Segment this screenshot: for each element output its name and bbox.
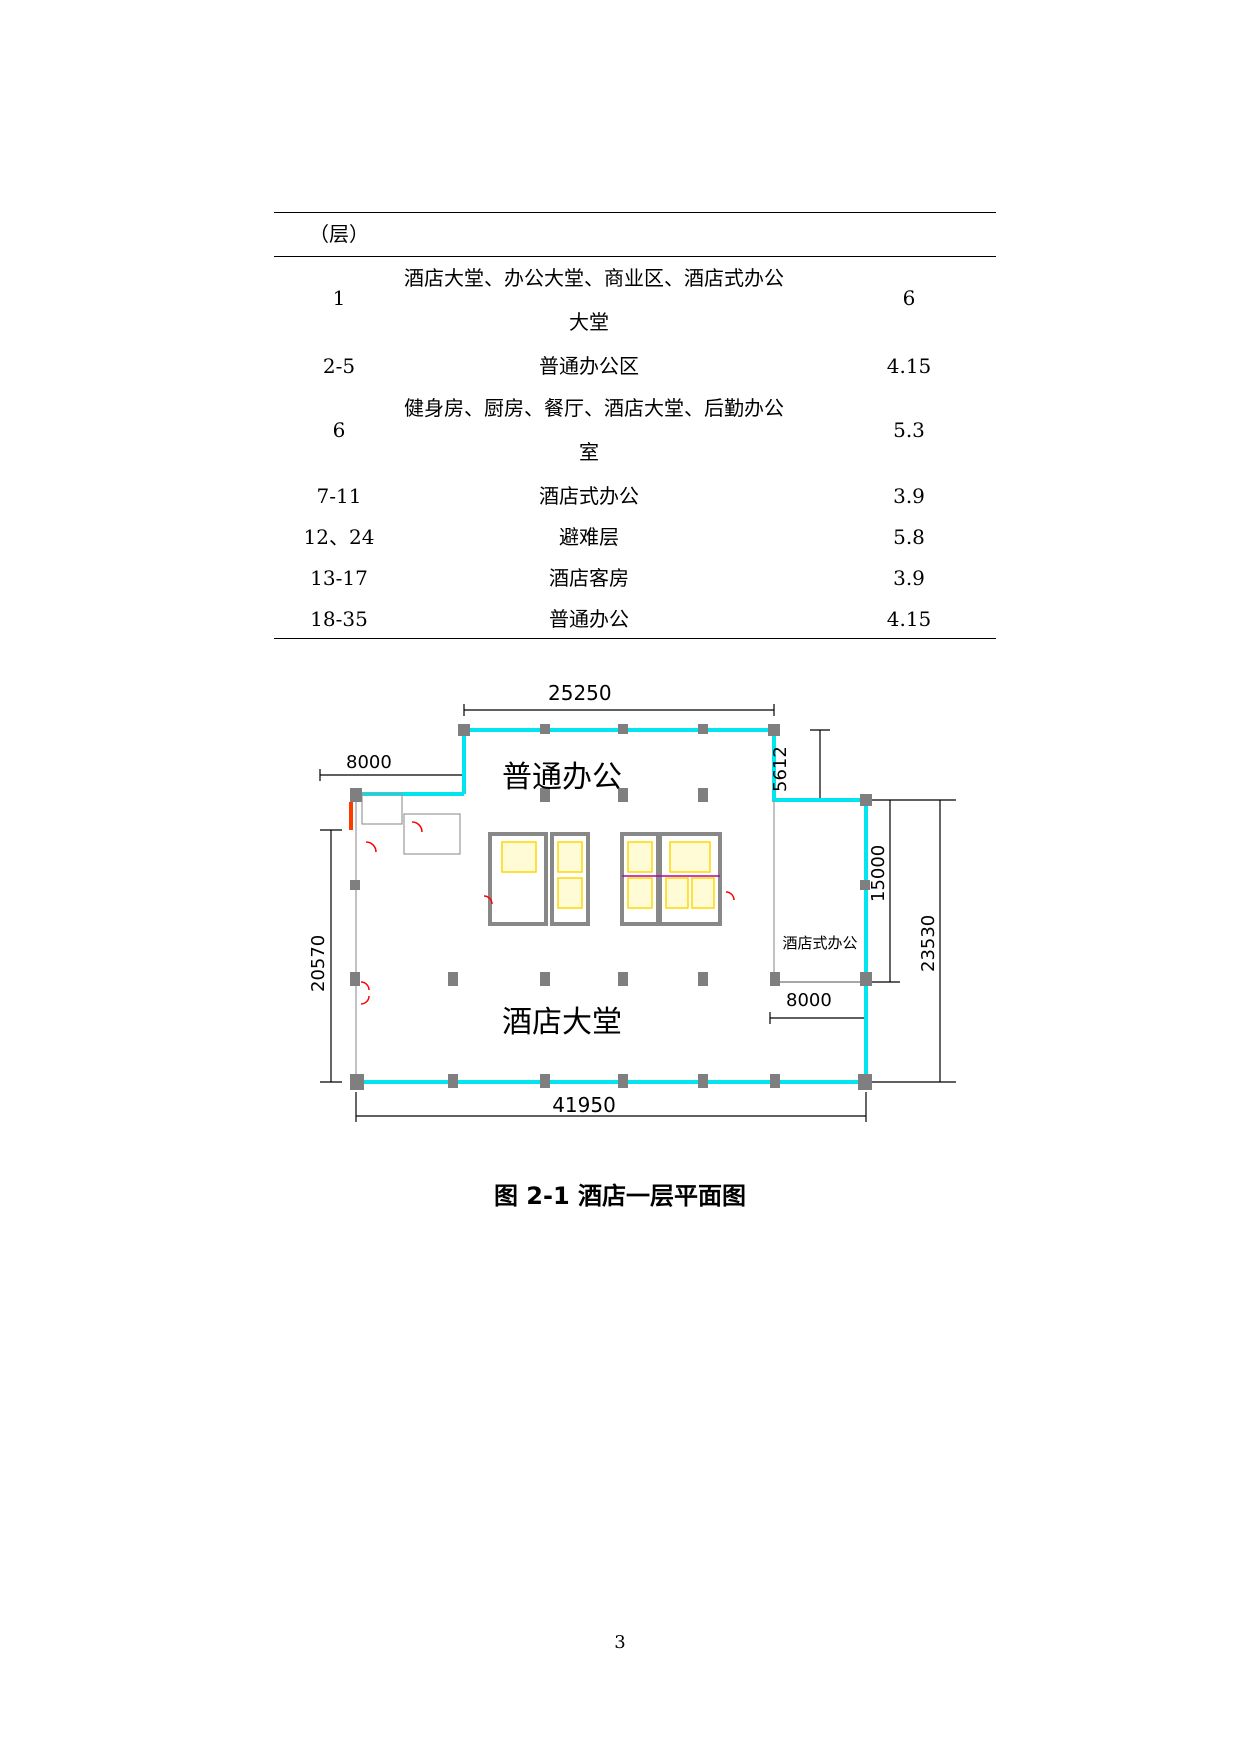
table-header-rule — [274, 256, 996, 257]
label-office: 普通办公 — [502, 760, 622, 795]
row-floor: 18-35 — [310, 607, 368, 631]
table-bottom-rule — [274, 638, 996, 639]
figure-caption: 图 2-1 酒店一层平面图 — [493, 1182, 747, 1210]
row-use: 普通办公 — [549, 607, 629, 631]
door-symbols — [349, 802, 735, 1005]
row-floor: 12、24 — [303, 525, 375, 549]
dim-right-height: 15000 — [868, 845, 889, 902]
row-floor: 6 — [332, 418, 346, 442]
interior-walls — [355, 793, 866, 1082]
service-core — [488, 832, 722, 926]
row-use: 酒店式办公 — [539, 484, 639, 508]
row-use-cont: 大堂 — [569, 310, 609, 334]
row-height: 5.8 — [893, 525, 925, 549]
floor-use-table: （层） 1 酒店大堂、办公大堂、商业区、酒店式办公 大堂 6 2-5 普通办公区… — [274, 212, 996, 639]
label-lobby: 酒店大堂 — [502, 1005, 622, 1040]
row-use: 普通办公区 — [539, 354, 639, 378]
dim-right-wing-width: 8000 — [786, 990, 832, 1011]
row-use: 酒店客房 — [549, 566, 629, 590]
row-height: 4.15 — [886, 607, 932, 631]
dim-top-width: 25250 — [548, 682, 612, 705]
row-height: 5.3 — [893, 418, 925, 442]
table-header-floor: （层） — [309, 222, 369, 246]
row-height: 3.9 — [893, 566, 925, 590]
row-use-cont: 室 — [579, 440, 599, 464]
dim-left-offset: 8000 — [346, 752, 392, 773]
row-height: 4.15 — [886, 354, 932, 378]
row-height: 3.9 — [893, 484, 925, 508]
row-floor: 2-5 — [322, 354, 356, 378]
page-number: 3 — [614, 1632, 626, 1653]
first-floor-plan: 25250 8000 5612 15000 23530 20570 8000 4… — [308, 682, 956, 1122]
row-use: 健身房、厨房、餐厅、酒店大堂、后勤办公 — [404, 396, 784, 420]
row-height: 6 — [902, 286, 916, 310]
table-top-rule — [274, 212, 996, 213]
row-floor: 7-11 — [316, 484, 362, 508]
dim-left-height: 20570 — [308, 935, 329, 992]
dim-bottom-width: 41950 — [552, 1093, 616, 1117]
structural-columns — [350, 724, 872, 1090]
dim-right-total: 23530 — [918, 915, 939, 972]
label-serviced-office: 酒店式办公 — [782, 934, 857, 952]
row-use: 酒店大堂、办公大堂、商业区、酒店式办公 — [404, 266, 784, 290]
row-floor: 13-17 — [310, 566, 368, 590]
dim-right-top-offset: 5612 — [770, 746, 791, 792]
row-floor: 1 — [332, 286, 346, 310]
row-use: 避难层 — [559, 525, 619, 549]
